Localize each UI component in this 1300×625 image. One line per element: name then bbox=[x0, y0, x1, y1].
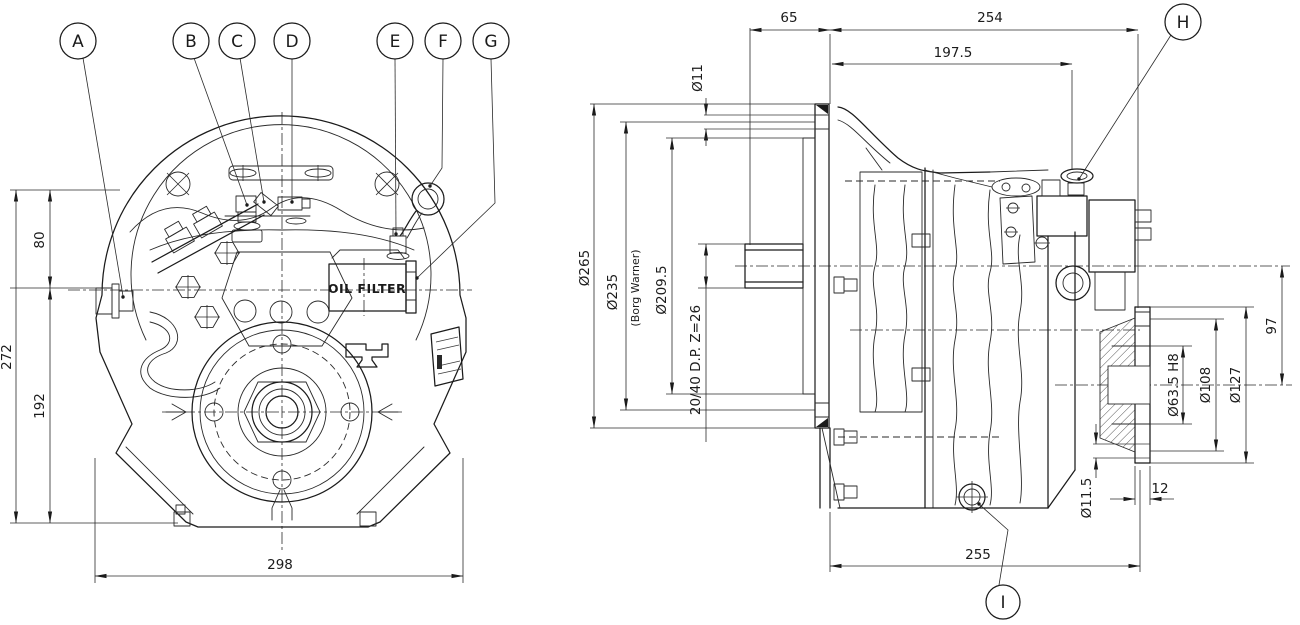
dim-298: 298 bbox=[267, 557, 293, 573]
callout-b: B bbox=[172, 22, 210, 60]
svg-text:H: H bbox=[1177, 13, 1190, 33]
dim-o63-5: Ø63.5 H8 bbox=[1166, 353, 1182, 417]
dim-197-5: 197.5 bbox=[934, 45, 973, 61]
output-flange-side bbox=[1093, 306, 1151, 464]
front-xmark-left bbox=[165, 171, 191, 197]
nameplate bbox=[430, 326, 464, 387]
front-callouts: A B C D E F G bbox=[59, 22, 510, 299]
dim-192: 192 bbox=[32, 393, 48, 419]
svg-text:D: D bbox=[285, 32, 298, 52]
dim-272: 272 bbox=[0, 344, 15, 370]
dim-80: 80 bbox=[32, 231, 48, 248]
callout-e: E bbox=[376, 22, 414, 60]
callout-g: G bbox=[472, 22, 510, 60]
pump-plate bbox=[175, 241, 353, 347]
dim-o209-5: Ø209.5 bbox=[654, 265, 670, 314]
drain-plug bbox=[956, 481, 988, 513]
callout-d: D bbox=[273, 22, 311, 60]
oil-filter-label: OIL FILTER bbox=[328, 281, 406, 296]
callout-h: H bbox=[1164, 3, 1202, 41]
dim-65: 65 bbox=[780, 10, 797, 26]
side-callouts: H I bbox=[977, 3, 1202, 620]
callout-f: F bbox=[424, 22, 462, 60]
front-xmark-right bbox=[374, 171, 400, 197]
dim-borg-warner: (Borg Warner) bbox=[629, 249, 642, 326]
gearbox-body bbox=[833, 106, 1076, 509]
callout-i: I bbox=[985, 584, 1021, 620]
output-flange-front bbox=[165, 321, 399, 521]
svg-text:B: B bbox=[185, 32, 197, 52]
svg-text:C: C bbox=[231, 32, 243, 52]
side-centerlines bbox=[735, 180, 1292, 438]
diagonal-bracket bbox=[151, 203, 265, 274]
svg-text:F: F bbox=[438, 32, 448, 52]
dim-254: 254 bbox=[977, 10, 1003, 26]
callout-a: A bbox=[59, 22, 97, 60]
dim-o265: Ø265 bbox=[577, 250, 593, 286]
control-assembly bbox=[924, 168, 1152, 311]
dipstick-handle bbox=[399, 182, 445, 239]
joint-bolts bbox=[911, 233, 931, 382]
dim-255: 255 bbox=[965, 547, 991, 563]
dim-o127: Ø127 bbox=[1228, 367, 1244, 403]
front-centerlines bbox=[68, 112, 472, 552]
top-fitting-cluster bbox=[224, 192, 311, 243]
side-view: 65 254 197.5 Ø11 Ø265 Ø235 (Borg Warne bbox=[577, 3, 1292, 620]
svg-text:E: E bbox=[390, 32, 401, 52]
zf-logo bbox=[345, 343, 389, 368]
dim-spline: 20/40 D.P. Z=26 bbox=[688, 305, 704, 415]
dim-o11: Ø11 bbox=[690, 64, 706, 92]
dim-97: 97 bbox=[1264, 317, 1280, 334]
hex-bolt bbox=[214, 241, 240, 265]
svg-text:I: I bbox=[1000, 593, 1005, 613]
dim-o11-5: Ø11.5 bbox=[1079, 478, 1095, 519]
front-dimensions: 272 80 192 298 bbox=[0, 189, 464, 583]
hex-bolt bbox=[175, 275, 201, 299]
oil-filter: OIL FILTER bbox=[328, 249, 417, 314]
dipstick-boss bbox=[386, 227, 410, 260]
body-bolts-left bbox=[833, 276, 858, 501]
front-view: OIL FILTER bbox=[0, 22, 510, 583]
hex-bolt bbox=[194, 305, 220, 329]
front-top-bracket bbox=[228, 165, 334, 181]
adapter-flange bbox=[802, 103, 841, 509]
dim-o235: Ø235 bbox=[605, 274, 621, 310]
callout-c: C bbox=[218, 22, 256, 60]
side-dimensions: 65 254 197.5 Ø11 Ø265 Ø235 (Borg Warne bbox=[577, 10, 1285, 572]
front-body-outline bbox=[95, 115, 467, 528]
svg-text:A: A bbox=[72, 32, 84, 52]
dim-12: 12 bbox=[1151, 481, 1168, 497]
svg-text:G: G bbox=[484, 32, 497, 52]
left-fitting bbox=[95, 283, 221, 398]
dim-o108: Ø108 bbox=[1198, 367, 1214, 403]
